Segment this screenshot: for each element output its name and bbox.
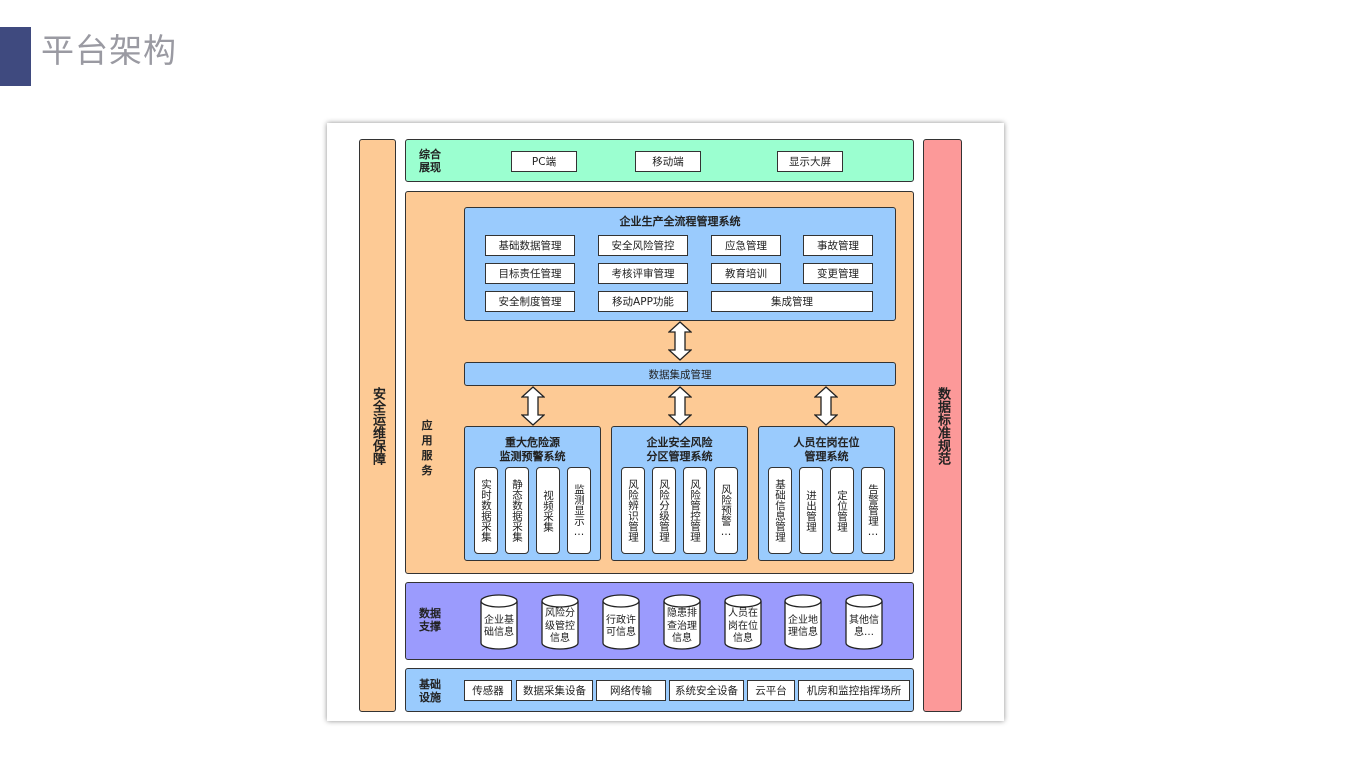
main-item-basic-data: 基础数据管理 <box>485 235 575 256</box>
subsystem-personnel-item: 进出管理 <box>799 467 823 554</box>
database-icon <box>784 594 822 650</box>
subsystem-personnel: 人员在岗在位 管理系统 基础信息管理 进出管理 定位管理 告警管理… <box>758 426 895 561</box>
database-label: 企业地理信息 <box>788 614 818 639</box>
data-layer: 数据支撑 企业基础信息 风险分级管控信息 行政许可信息 隐患排查治理信息 人员在岗在位信… <box>405 582 914 660</box>
database-cylinder: 其他信息… <box>845 594 883 650</box>
infra-item-collector: 数据采集设备 <box>516 680 593 701</box>
database-icon <box>724 594 762 650</box>
main-item-emergency: 应急管理 <box>711 235 781 256</box>
database-cylinder: 行政许可信息 <box>602 594 640 650</box>
database-icon <box>663 594 701 650</box>
infra-item-control-room: 机房和监控指挥场所 <box>798 680 910 701</box>
display-item-bigscreen: 显示大屏 <box>777 151 843 172</box>
display-layer-label: 综合展现 <box>419 148 441 174</box>
database-cylinder: 风险分级管控信息 <box>541 594 579 650</box>
main-system-title: 企业生产全流程管理系统 <box>619 215 741 228</box>
database-label: 其他信息… <box>849 614 879 639</box>
subsystem-personnel-item: 告警管理… <box>861 467 885 554</box>
subsystem-risk-item: 风险辨识管理 <box>621 467 645 554</box>
main-item-training: 教育培训 <box>711 263 781 284</box>
display-item-pc: PC端 <box>511 151 577 172</box>
database-label: 隐患排查治理信息 <box>667 608 697 645</box>
subsystem-risk-title: 企业安全风险 分区管理系统 <box>646 436 713 463</box>
database-cylinder: 人员在岗在位信息 <box>724 594 762 650</box>
subsystem-risk-zoning: 企业安全风险 分区管理系统 风险辨识管理 风险分级管理 风险管控管理 风险预警… <box>611 426 748 561</box>
subsystem-personnel-item: 基础信息管理 <box>768 467 792 554</box>
app-layer-label: 应用服务 <box>421 419 433 477</box>
subsystem-hazard-item: 实时数据采集 <box>474 467 498 554</box>
subsystem-risk-item: 风险分级管理 <box>652 467 676 554</box>
data-layer-label: 数据支撑 <box>419 607 441 633</box>
subsystem-personnel-title: 人员在岗在位 管理系统 <box>793 436 860 463</box>
subsystem-hazard-item: 监测显示… <box>567 467 591 554</box>
infra-layer: 基础设施 传感器 数据采集设备 网络传输 系统安全设备 云平台 机房和监控指挥场… <box>405 668 914 712</box>
arrow-integration-to-risk <box>668 386 692 426</box>
display-layer: 综合展现 PC端 移动端 显示大屏 <box>405 139 914 182</box>
subsystem-personnel-item: 定位管理 <box>830 467 854 554</box>
database-label: 企业基础信息 <box>484 614 514 639</box>
main-system-panel: 企业生产全流程管理系统 基础数据管理 安全风险管控 应急管理 事故管理 目标责任… <box>464 207 896 321</box>
page-title: 平台架构 <box>41 31 177 70</box>
title-accent-bar <box>0 27 31 86</box>
main-item-accident: 事故管理 <box>803 235 873 256</box>
arrow-integration-to-personnel <box>814 386 838 426</box>
main-item-change: 变更管理 <box>803 263 873 284</box>
database-cylinder: 隐患排查治理信息 <box>663 594 701 650</box>
main-item-integration: 集成管理 <box>711 291 873 312</box>
subsystem-risk-item: 风险预警… <box>714 467 738 554</box>
arrow-main-to-integration <box>668 321 692 361</box>
database-icon <box>541 594 579 650</box>
database-label: 风险分级管控信息 <box>545 608 575 645</box>
left-pillar-label: 安全运维保障 <box>370 386 385 465</box>
infra-item-security: 系统安全设备 <box>669 680 744 701</box>
database-cylinder: 企业基础信息 <box>480 594 518 650</box>
main-item-risk-control: 安全风险管控 <box>598 235 688 256</box>
main-item-mobile-app: 移动APP功能 <box>598 291 688 312</box>
subsystem-hazard-item: 视频采集 <box>536 467 560 554</box>
infra-item-cloud: 云平台 <box>747 680 795 701</box>
app-layer: 应用服务 企业生产全流程管理系统 基础数据管理 安全风险管控 应急管理 事故管理… <box>405 191 914 574</box>
right-pillar-label: 数据标准规范 <box>935 386 950 465</box>
database-icon <box>602 594 640 650</box>
subsystem-hazard-monitoring: 重大危险源 监测预警系统 实时数据采集 静态数据采集 视频采集 监测显示… <box>464 426 601 561</box>
display-item-mobile: 移动端 <box>635 151 701 172</box>
data-integration-bar: 数据集成管理 <box>464 362 896 386</box>
infra-item-network: 网络传输 <box>596 680 666 701</box>
main-item-assessment: 考核评审管理 <box>598 263 688 284</box>
database-label: 行政许可信息 <box>606 614 636 639</box>
subsystem-hazard-item: 静态数据采集 <box>505 467 529 554</box>
database-cylinder: 企业地理信息 <box>784 594 822 650</box>
subsystem-hazard-title: 重大危险源 监测预警系统 <box>499 436 566 463</box>
database-icon <box>480 594 518 650</box>
main-item-target: 目标责任管理 <box>485 263 575 284</box>
infra-layer-label: 基础设施 <box>419 678 441 704</box>
data-integration-label: 数据集成管理 <box>648 368 712 381</box>
architecture-diagram: 安全运维保障 数据标准规范 综合展现 PC端 移动端 显示大屏 应用服务 企业生… <box>327 123 1004 721</box>
infra-item-sensor: 传感器 <box>464 680 512 701</box>
subsystem-risk-item: 风险管控管理 <box>683 467 707 554</box>
main-item-regulation: 安全制度管理 <box>485 291 575 312</box>
database-label: 人员在岗在位信息 <box>728 608 758 645</box>
arrow-integration-to-hazard <box>521 386 545 426</box>
right-pillar: 数据标准规范 <box>923 139 962 712</box>
database-icon <box>845 594 883 650</box>
left-pillar: 安全运维保障 <box>359 139 396 712</box>
